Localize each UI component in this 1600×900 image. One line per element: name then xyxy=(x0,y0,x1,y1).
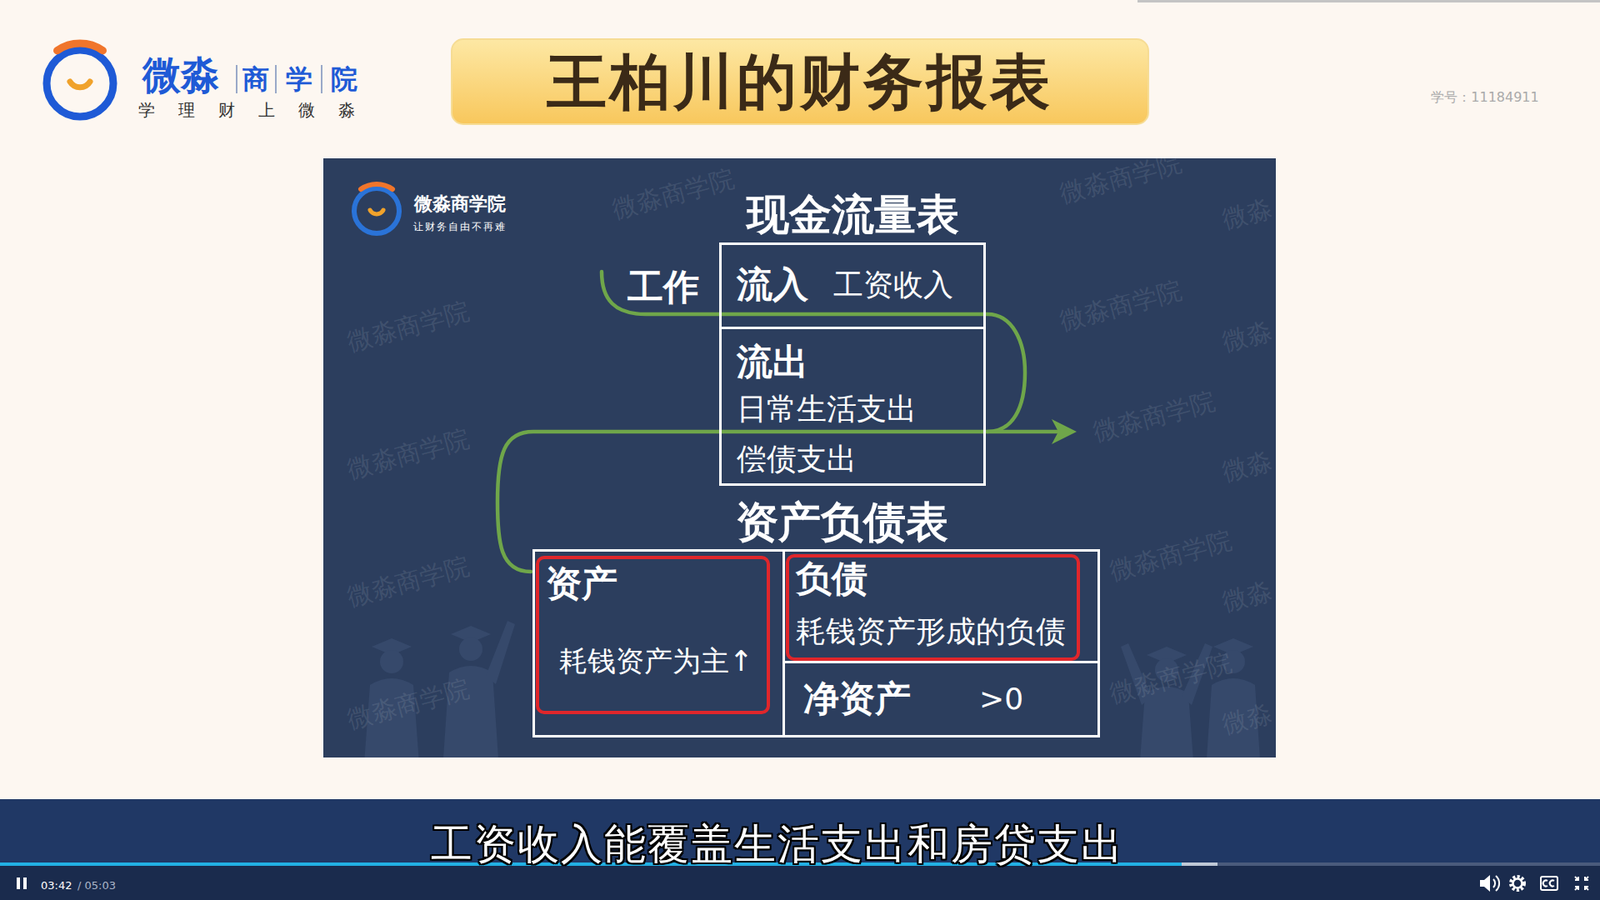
cell-value: >0 xyxy=(979,680,1024,717)
brand-logo xyxy=(46,43,114,117)
watermark: 微淼 xyxy=(1218,445,1275,488)
logo-cap xyxy=(57,43,104,51)
logo-smile xyxy=(70,81,90,88)
table-heading: 资产负债表 xyxy=(735,496,949,548)
watermark: 微淼 xyxy=(1218,193,1275,235)
logo-cap xyxy=(360,184,393,190)
row-item: 工资收入 xyxy=(833,266,954,303)
page-title: 王柏川的财务报表 xyxy=(546,45,1054,118)
watermark: 微淼 xyxy=(1218,575,1275,618)
slide-slogan: 让财务自由不再难 xyxy=(413,220,507,233)
row-item: 偿债支出 xyxy=(736,440,857,477)
watermark: 微淼商学院 xyxy=(609,163,738,225)
pause-icon xyxy=(16,877,20,890)
head xyxy=(380,650,404,674)
watermark: 微淼商学院 xyxy=(1106,647,1235,710)
corner xyxy=(1575,886,1579,890)
cell-heading: 净资产 xyxy=(803,677,911,721)
watermark: 微淼商学院 xyxy=(1056,147,1185,210)
sound-wave xyxy=(1495,875,1500,891)
head xyxy=(459,637,483,661)
brand-name: 院 xyxy=(330,63,358,95)
row-heading: 流出 xyxy=(736,340,809,385)
slide-logo xyxy=(354,184,400,234)
gear-teeth xyxy=(1510,876,1525,890)
exit-fullscreen-icon xyxy=(1575,876,1589,890)
brand-name: 商 xyxy=(242,63,270,95)
separator xyxy=(235,65,238,94)
brand-name: 学 xyxy=(285,63,313,95)
cc-mark xyxy=(1543,880,1548,887)
caption-icon xyxy=(1540,876,1558,890)
cell-item: 耗钱资产形成的负债 xyxy=(795,613,1066,650)
table-row: 流入工资收入 xyxy=(721,245,984,327)
logo-smile xyxy=(370,210,384,215)
arrow-head xyxy=(1051,419,1077,445)
cc-mark xyxy=(1550,880,1555,887)
logo-ring xyxy=(354,188,400,234)
logo-ring xyxy=(46,50,114,117)
player-bar xyxy=(0,865,1600,900)
cell-item: 耗钱资产为主↑ xyxy=(559,644,754,679)
cell-heading: 负债 xyxy=(795,557,868,601)
settings-icon xyxy=(1510,876,1525,890)
separator xyxy=(275,65,277,94)
pause-icon xyxy=(23,877,27,890)
watermark: 微淼 xyxy=(1218,315,1275,358)
student-id: 学号：11184911 xyxy=(1430,89,1539,105)
row-item: 日常生活支出 xyxy=(736,390,917,427)
subtitle: 工资收入能覆盖生活支出和房贷支出 xyxy=(430,819,1125,870)
table-row: 流出日常生活支出偿债支出 xyxy=(721,326,984,484)
table-cell: 净资产 >0 xyxy=(782,663,1100,735)
table-heading: 现金流量表 xyxy=(746,189,960,240)
flow-label: 工作 xyxy=(627,265,700,310)
watermark: 微淼商学院 xyxy=(344,423,473,485)
watermark: 微淼 xyxy=(1218,698,1275,740)
speaker xyxy=(1480,875,1490,892)
gear-body xyxy=(1513,879,1523,889)
cell-heading: 资产 xyxy=(545,562,618,606)
watermark: 微淼商学院 xyxy=(1090,385,1219,448)
table-box: 流入工资收入流出日常生活支出偿债支出现金流量表 xyxy=(719,242,986,486)
cc-frame xyxy=(1540,876,1558,890)
flow-curve xyxy=(497,271,1060,572)
highlight-cell: 负债耗钱资产形成的负债 xyxy=(785,554,1080,661)
table-divider xyxy=(782,660,1100,664)
brand-slogan: 学理财上微淼 xyxy=(138,100,379,120)
time-current: 03:42 xyxy=(40,879,72,893)
slide-brand: 微淼商学院 xyxy=(414,193,506,215)
watermark: 微淼商学院 xyxy=(344,295,473,358)
highlight-cell: 资产耗钱资产为主↑ xyxy=(535,555,770,715)
watermark: 微淼商学院 xyxy=(1106,525,1235,587)
separator xyxy=(320,65,323,94)
watermark: 微淼商学院 xyxy=(1056,275,1185,337)
brand-name: 微淼 xyxy=(142,52,220,99)
corner xyxy=(1575,876,1579,880)
watermark: 微淼商学院 xyxy=(344,550,473,613)
time-total: / 05:03 xyxy=(77,879,116,893)
volume-icon xyxy=(1480,875,1500,892)
raised-arm xyxy=(485,620,515,685)
table-box: 资产耗钱资产为主↑负债耗钱资产形成的负债净资产>0资产负债表 xyxy=(532,549,1100,738)
title-banner xyxy=(451,39,1149,125)
corner xyxy=(1585,886,1589,890)
sound-wave xyxy=(1493,879,1495,888)
row-heading: 流入 xyxy=(736,263,809,307)
corner xyxy=(1585,876,1589,880)
watermark: 微淼商学院 xyxy=(344,673,473,735)
top-strip xyxy=(1137,0,1600,3)
table-divider xyxy=(782,551,785,735)
